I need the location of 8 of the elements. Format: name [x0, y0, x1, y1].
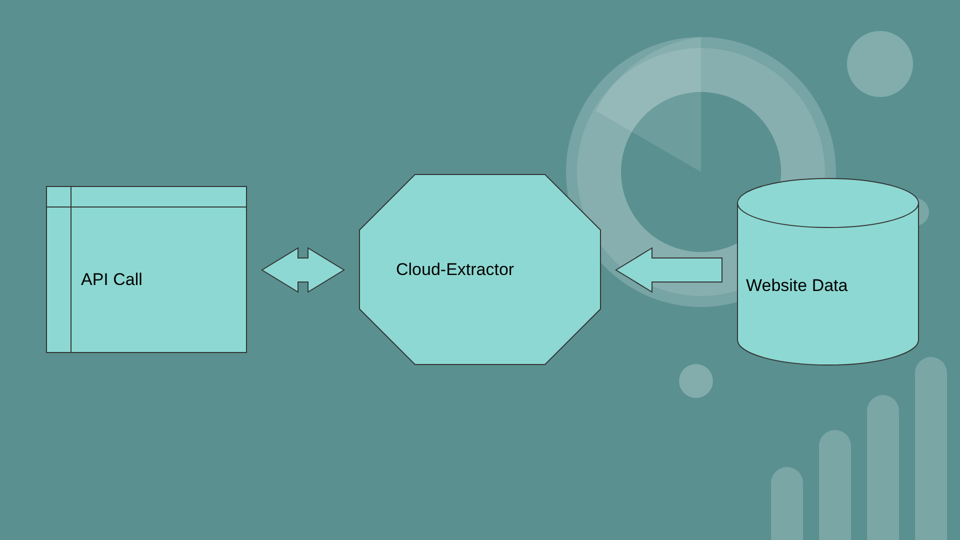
database-cylinder: [737, 178, 919, 365]
node-label: Website Data: [746, 276, 848, 296]
double-block-arrow: [261, 247, 345, 293]
octagon-shape: [359, 174, 601, 365]
node-label: Cloud-Extractor: [396, 260, 514, 280]
storage-box: [46, 186, 247, 353]
block-arrow: [615, 247, 722, 293]
node-label: API Call: [81, 270, 142, 290]
